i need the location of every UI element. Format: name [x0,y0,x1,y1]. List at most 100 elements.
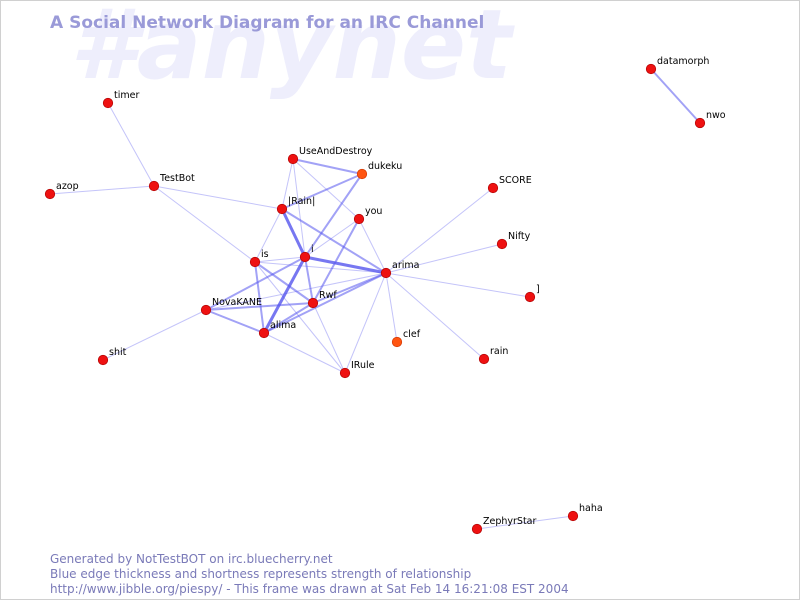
node-label-azop: azop [56,181,79,192]
edge-i-rwf [304,256,314,304]
node-useanddestroy: UseAndDestroy [287,146,373,165]
node-label-datamorph: datamorph [657,56,709,67]
edge-dukeku-i [304,173,363,258]
node-dukeku: dukeku [356,161,402,180]
node-label-timer: timer [114,90,139,101]
node-label-alima: alima [270,320,296,331]
edge-i-is [254,256,306,263]
node-label-testbot: TestBot [159,173,195,184]
node-you: you [353,206,382,225]
node-nwo: nwo [694,110,726,129]
node-dot-score [487,182,499,194]
node-label-rwf: Rwf [319,290,337,301]
node-is: is [249,249,269,268]
node-dot-arima [380,267,392,279]
node-dot-bracket [524,291,536,303]
edge-alima-irule [263,332,346,374]
diagram-title: A Social Network Diagram for an IRC Chan… [50,13,484,33]
edge-i-arima [303,255,388,275]
edge-rain-is [254,208,283,263]
edge-novakane-alima [205,309,265,334]
node-dot-is [249,256,261,268]
node-dot-novakane [200,304,212,316]
node-dot-i [299,251,311,263]
edge-novakane-rwf [205,302,314,311]
edge-arima-clef [385,272,398,343]
node-datamorph: datamorph [645,56,709,75]
node-label-rain: |Rain| [288,196,315,207]
node-nifty: Nifty [496,231,531,250]
diagram-footer: Generated by NotTestBOT on irc.bluecherr… [50,552,569,597]
node-label-rainuser: rain [490,346,508,357]
node-dot-irule [339,367,351,379]
node-dot-you [353,213,365,225]
node-label-you: you [365,206,382,217]
node-dot-testbot [148,180,160,192]
node-label-irule: IRule [351,360,375,371]
edge-timer-testbot [107,102,155,187]
edge-layer [49,68,701,530]
edge-i-alima [262,255,307,335]
edge-arima-score [385,187,494,274]
node-dot-shit [97,354,109,366]
node-irule: IRule [339,360,375,379]
node-label-haha: haha [579,503,603,514]
node-dot-clef [391,336,403,348]
node-azop: azop [44,181,79,200]
node-dot-rain [276,203,288,215]
edge-novakane-shit [102,309,207,361]
edge-useanddestroy-i [292,158,306,258]
node-dot-datamorph [645,63,657,75]
edge-rain-i [280,207,307,259]
node-shit: shit [97,347,127,366]
edge-you-i [304,218,360,258]
node-label-is: is [261,249,269,260]
node-label-nwo: nwo [706,110,726,121]
node-label-zephyrstar: ZephyrStar [483,516,537,527]
node-dot-dukeku [356,168,368,180]
edge-haha-zephyrstar [476,515,574,530]
edge-testbot-rain [153,185,283,210]
edge-testbot-is [153,185,256,263]
edge-is-irule [254,261,346,374]
edge-is-rwf [254,261,314,304]
node-zephyrstar: ZephyrStar [471,516,537,535]
edge-datamorph-nwo [650,68,701,124]
edge-arima-irule [344,272,387,374]
edge-rain-arima [281,208,387,274]
node-score: SCORE [487,175,532,194]
node-dot-rainuser [478,353,490,365]
node-label-dukeku: dukeku [368,161,402,172]
node-label-arima: arima [392,260,419,271]
node-alima: alima [258,320,296,339]
edge-dukeku-rain [281,173,363,210]
node-dot-rwf [307,297,319,309]
node-rain: |Rain| [276,196,315,215]
node-label-i: i [311,244,314,255]
node-dot-useanddestroy [287,153,299,165]
node-dot-nwo [694,117,706,129]
edge-arima-nifty [385,243,503,274]
footer-legend-note: Blue edge thickness and shortness repres… [50,567,472,581]
edge-is-arima [254,261,387,274]
edge-azop-testbot [49,185,155,195]
edge-arima-novakane [205,272,387,311]
edge-useanddestroy-rain [281,158,294,210]
edge-arima-rainuser [385,272,485,360]
edge-rwf-irule [312,302,346,374]
node-label-nifty: Nifty [508,231,531,242]
edge-arima-alima [263,272,387,334]
node-arima: arima [380,260,419,279]
node-i: i [299,244,314,263]
node-haha: haha [567,503,603,522]
node-label-score: SCORE [499,175,532,186]
node-label-bracket: ] [536,284,540,295]
node-dot-haha [567,510,579,522]
node-rainuser: rain [478,346,508,365]
edge-rwf-alima [263,302,314,334]
footer-generated-by: Generated by NotTestBOT on irc.bluecherr… [50,552,333,566]
edge-arima-bracket [385,272,531,298]
node-timer: timer [102,90,139,109]
